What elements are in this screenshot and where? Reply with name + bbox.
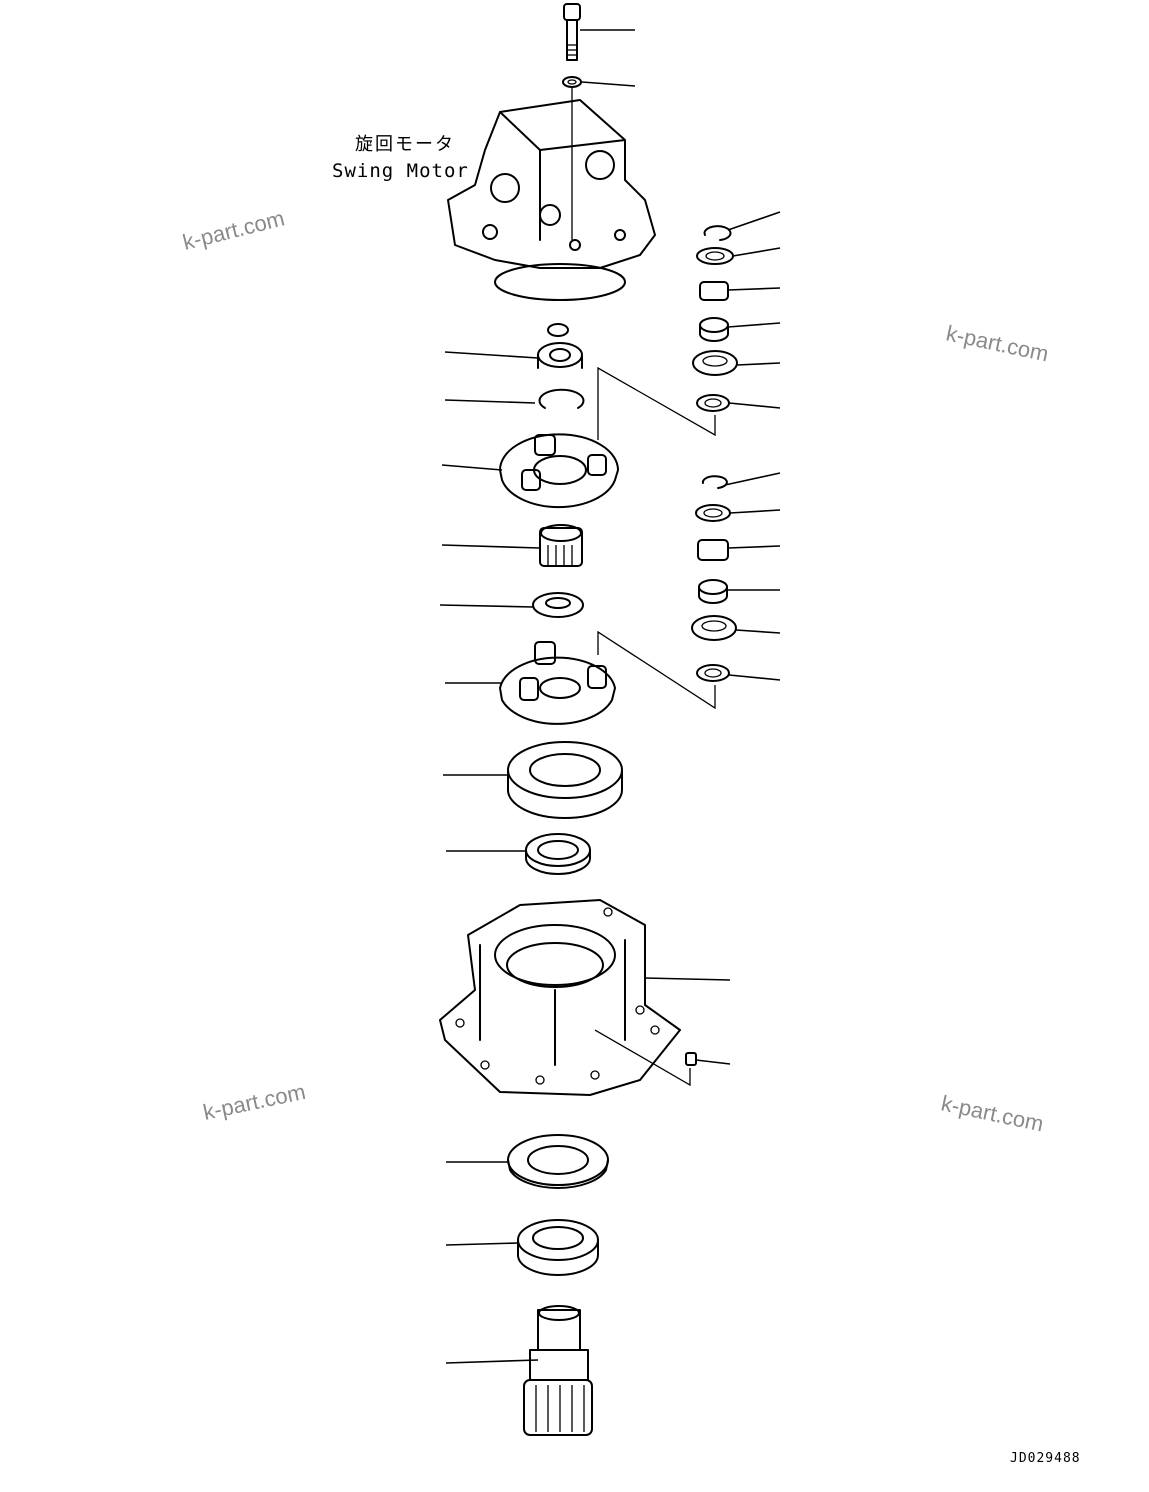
assembly-bracket-3: [594, 1029, 691, 1087]
watermark: k-part.com: [180, 205, 287, 254]
bolt: [563, 3, 581, 61]
sun-gear: [539, 524, 583, 567]
swing-motor-label-jp: 旋回モータ: [355, 134, 455, 155]
assembly-bracket-2: [597, 630, 716, 710]
lower-bearing: [517, 1219, 599, 1276]
snap-ring: [538, 388, 585, 409]
washer: [562, 76, 582, 88]
ball-bearing: [507, 741, 623, 819]
oil-seal: [525, 833, 591, 875]
drawing-code: JD029488: [1010, 1451, 1081, 1466]
watermark: k-part.com: [201, 1079, 308, 1125]
swing-machinery-case: [439, 899, 681, 1096]
planetary-carrier-1: [499, 433, 619, 509]
assembly-bracket-1: [597, 366, 716, 440]
swing-motor-label-en: Swing Motor: [332, 160, 469, 182]
leader-lines-right: [580, 29, 781, 1065]
pinion-shaft: [523, 1305, 593, 1436]
watermark: k-part.com: [944, 320, 1051, 366]
planetary-carrier-2: [499, 641, 616, 725]
plug: [685, 1052, 697, 1066]
watermark: k-part.com: [939, 1090, 1046, 1136]
lower-seal: [507, 1134, 609, 1189]
planet-gear-parts-1: [692, 225, 738, 412]
planet-gear-parts-2: [691, 475, 737, 682]
o-ring: [547, 323, 569, 337]
leader-lines-left: [439, 351, 541, 1364]
thrust-ring: [532, 592, 584, 618]
bearing: [537, 342, 583, 369]
swing-motor: [447, 99, 656, 301]
